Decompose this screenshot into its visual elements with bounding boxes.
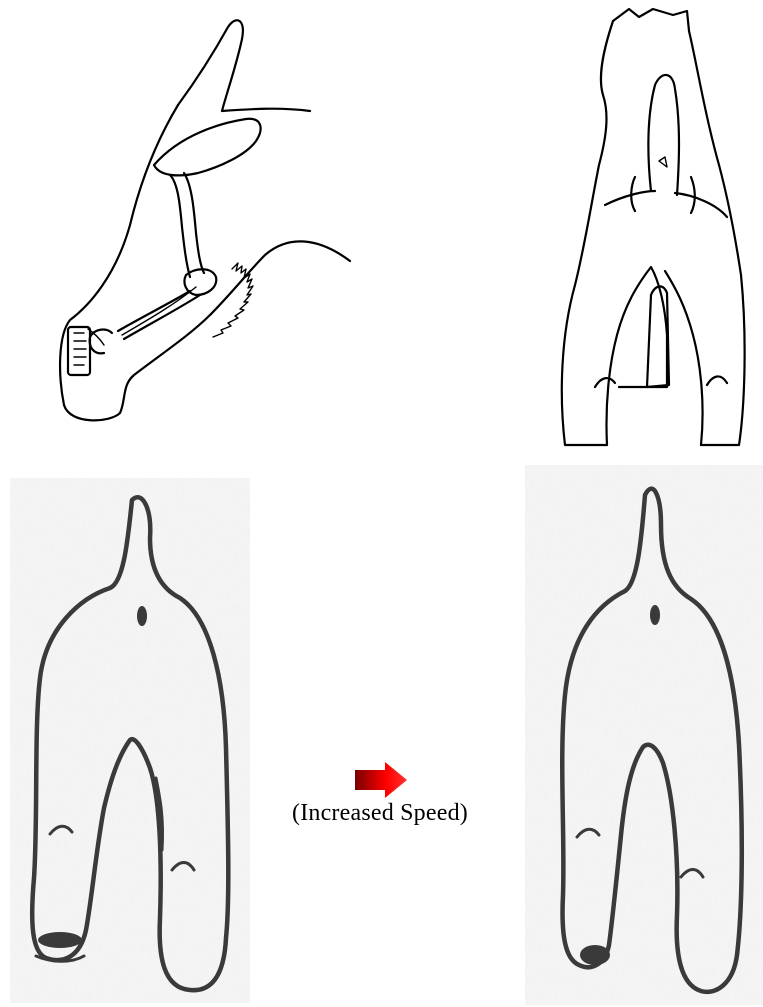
normal-speed-outline-drawing	[10, 478, 250, 1003]
increased-speed-outline-drawing	[525, 465, 763, 1005]
hind-leg-side-view-drawing	[50, 15, 360, 430]
hindquarters-rear-view-drawing	[555, 5, 755, 450]
increased-speed-caption: (Increased Speed)	[250, 800, 510, 827]
red-right-arrow-icon	[355, 760, 407, 800]
